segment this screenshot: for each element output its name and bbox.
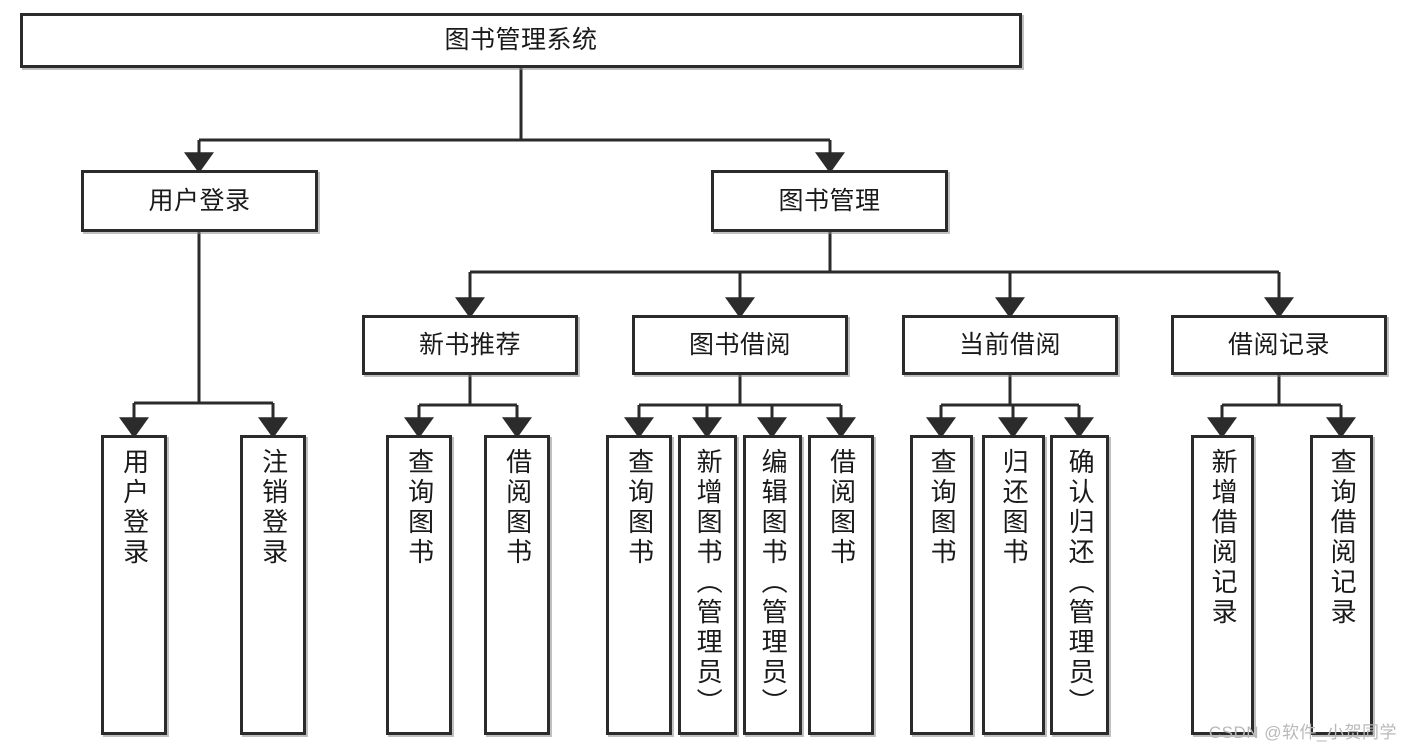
node-leaf-confirm-return-label: 确认归还（管理员） — [1065, 448, 1096, 718]
node-book-manage-label: 图书管理 — [778, 186, 881, 215]
node-root[interactable]: 图书管理系统 — [20, 13, 1022, 68]
node-leaf-query-record[interactable]: 查询借阅记录 — [1310, 435, 1373, 735]
node-leaf-user-login[interactable]: 用户登录 — [101, 435, 167, 735]
node-leaf-add-record-label: 新增借阅记录 — [1208, 448, 1239, 628]
node-root-label: 图书管理系统 — [444, 26, 598, 55]
node-new-book-rec-label: 新书推荐 — [418, 330, 521, 359]
node-leaf-query-record-label: 查询借阅记录 — [1327, 448, 1358, 628]
node-leaf-borrow-book-2-label: 借阅图书 — [826, 448, 857, 568]
node-current-borrow[interactable]: 当前借阅 — [902, 315, 1118, 375]
node-leaf-query-book-1-label: 查询图书 — [404, 448, 435, 568]
node-current-borrow-label: 当前借阅 — [958, 330, 1061, 359]
node-book-manage[interactable]: 图书管理 — [711, 170, 948, 232]
node-leaf-edit-book-label: 编辑图书（管理员） — [758, 448, 789, 718]
node-borrow-record-label: 借阅记录 — [1227, 330, 1330, 359]
node-leaf-return-book[interactable]: 归还图书 — [982, 435, 1045, 735]
node-user-login-label: 用户登录 — [148, 186, 251, 215]
node-leaf-logout-label: 注销登录 — [258, 448, 289, 568]
node-leaf-borrow-book-2[interactable]: 借阅图书 — [808, 435, 874, 735]
node-leaf-return-book-label: 归还图书 — [999, 448, 1030, 568]
node-leaf-borrow-book-1[interactable]: 借阅图书 — [484, 435, 550, 735]
node-leaf-borrow-book-1-label: 借阅图书 — [502, 448, 533, 568]
node-user-login[interactable]: 用户登录 — [81, 170, 318, 232]
node-leaf-query-book-1[interactable]: 查询图书 — [386, 435, 452, 735]
node-new-book-rec[interactable]: 新书推荐 — [362, 315, 578, 375]
watermark-text: CSDN @软件_小贺同学 — [1208, 723, 1397, 742]
node-leaf-confirm-return[interactable]: 确认归还（管理员） — [1050, 435, 1109, 735]
node-leaf-query-book-3-label: 查询图书 — [927, 448, 958, 568]
node-book-borrow[interactable]: 图书借阅 — [632, 315, 848, 375]
node-leaf-query-book-2-label: 查询图书 — [624, 448, 655, 568]
node-leaf-add-record[interactable]: 新增借阅记录 — [1191, 435, 1254, 735]
node-leaf-query-book-3[interactable]: 查询图书 — [910, 435, 973, 735]
node-leaf-add-book[interactable]: 新增图书（管理员） — [678, 435, 737, 735]
node-leaf-add-book-label: 新增图书（管理员） — [693, 448, 724, 718]
node-leaf-query-book-2[interactable]: 查询图书 — [606, 435, 672, 735]
node-borrow-record[interactable]: 借阅记录 — [1171, 315, 1387, 375]
node-leaf-logout[interactable]: 注销登录 — [240, 435, 306, 735]
node-leaf-edit-book[interactable]: 编辑图书（管理员） — [743, 435, 802, 735]
node-book-borrow-label: 图书借阅 — [688, 330, 791, 359]
node-leaf-user-login-label: 用户登录 — [119, 448, 150, 568]
